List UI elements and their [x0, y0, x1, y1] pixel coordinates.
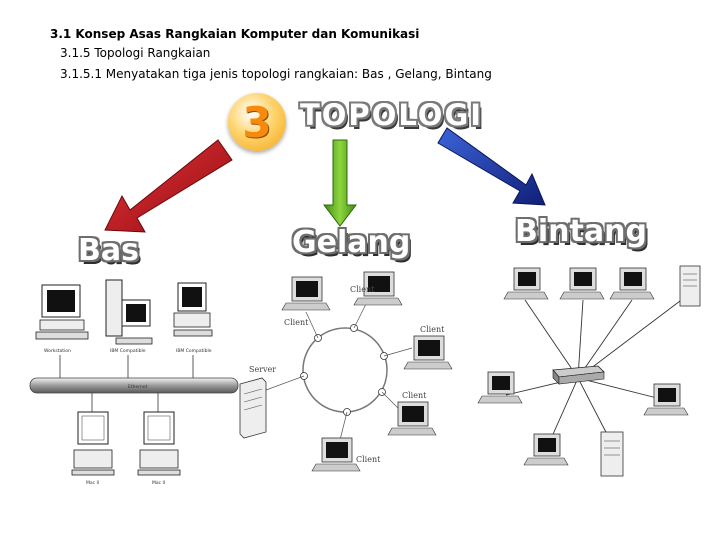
bus-backbone: [29, 377, 239, 394]
node-label: Workstation: [44, 348, 71, 354]
banner-title: TOPOLOGI: [300, 98, 484, 132]
objective-text: 3.1.5.1 Menyatakan tiga jenis topologi r…: [60, 67, 492, 81]
node-label: Client: [420, 325, 445, 334]
client-computer: [281, 276, 331, 311]
backbone-label: Ethernet: [128, 384, 148, 390]
ibm-compatible-computer: [105, 279, 153, 345]
label-gelang: Gelang: [292, 225, 411, 260]
arrow-to-bas: [104, 139, 233, 233]
mac-computer: [137, 411, 181, 476]
server-label: Server: [249, 365, 276, 374]
star-computer: [503, 267, 549, 300]
client-computer: [311, 437, 361, 472]
ring-topology: Client Client Client Client Client: [239, 271, 453, 472]
star-computer: [643, 383, 689, 416]
star-computer: [559, 267, 605, 300]
star-server: [679, 265, 701, 307]
section-heading: 3.1 Konsep Asas Rangkaian Komputer dan K…: [50, 27, 420, 41]
node-label: Client: [356, 455, 381, 464]
subsection-heading: 3.1.5 Topologi Rangkaian: [60, 46, 211, 60]
star-hub: [552, 365, 605, 385]
star-computer: [523, 433, 569, 466]
node-label: Client: [350, 285, 375, 294]
badge-number: 3: [242, 97, 272, 147]
label-bintang: Bintang: [515, 214, 647, 249]
label-bas: Bas: [78, 233, 139, 268]
node-label: Client: [284, 318, 309, 327]
node-label: IBM Compatible: [176, 348, 212, 354]
arrow-to-bintang: [437, 127, 546, 206]
mac-computer: [71, 411, 115, 476]
client-computer: [353, 271, 403, 306]
star-computer: [609, 267, 655, 300]
star-server: [600, 431, 624, 477]
star-computer: [477, 371, 523, 404]
node-label: Mac II: [86, 480, 99, 486]
workstation-computer: [35, 284, 89, 340]
arrow-to-gelang: [322, 139, 358, 227]
node-label: Mac II: [152, 480, 165, 486]
node-label: IBM Compatible: [110, 348, 146, 354]
bus-topology: Ethernet Workstation IBM Compatible: [29, 279, 239, 486]
ibm-compatible-computer: [173, 282, 213, 337]
server-computer: [239, 377, 267, 439]
star-topology: [477, 265, 701, 477]
node-label: Client: [402, 391, 427, 400]
number-badge: 3: [228, 93, 286, 151]
client-computer: [403, 335, 453, 370]
client-computer: [387, 401, 437, 436]
